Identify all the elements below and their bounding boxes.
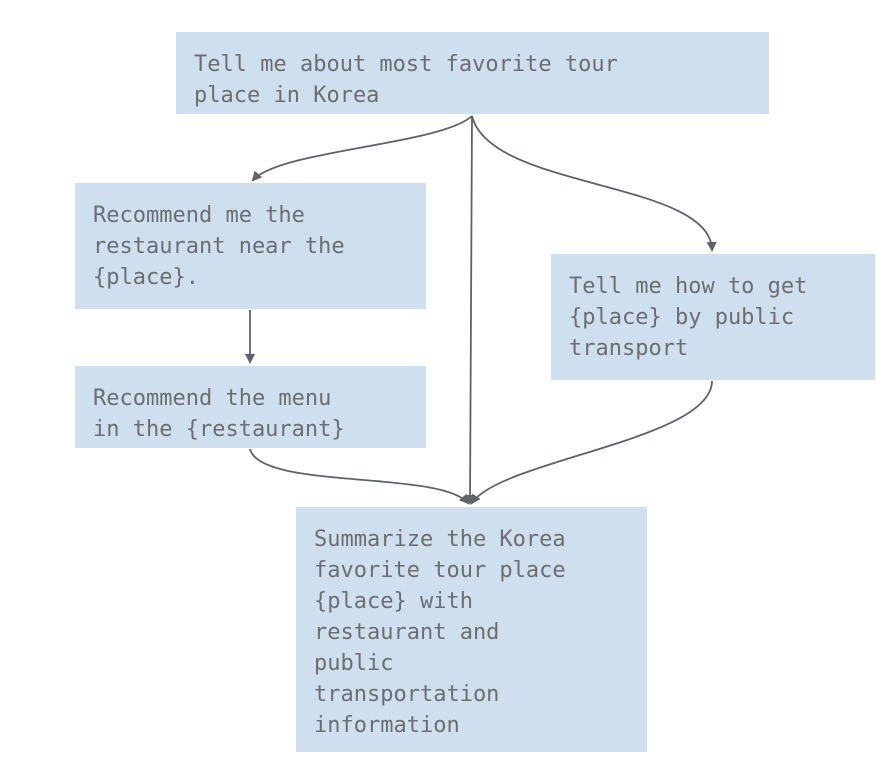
- edge-n1-n2: [251, 115, 473, 182]
- node-korea-tour-place: Tell me about most favorite tour place i…: [176, 32, 769, 114]
- edge-n3-n5: [249, 448, 470, 505]
- node-summarize: Summarize the Korea favorite tour place …: [296, 507, 647, 752]
- edge-n1-n5: [465, 115, 476, 505]
- node-recommend-menu: Recommend the menu in the {restaurant}: [75, 366, 426, 448]
- edge-n1-n4: [471, 115, 717, 252]
- edge-n4-n5: [470, 380, 713, 505]
- node-public-transport: Tell me how to get {place} by public tra…: [551, 254, 875, 380]
- node-recommend-restaurant: Recommend me the restaurant near the {pl…: [75, 183, 426, 309]
